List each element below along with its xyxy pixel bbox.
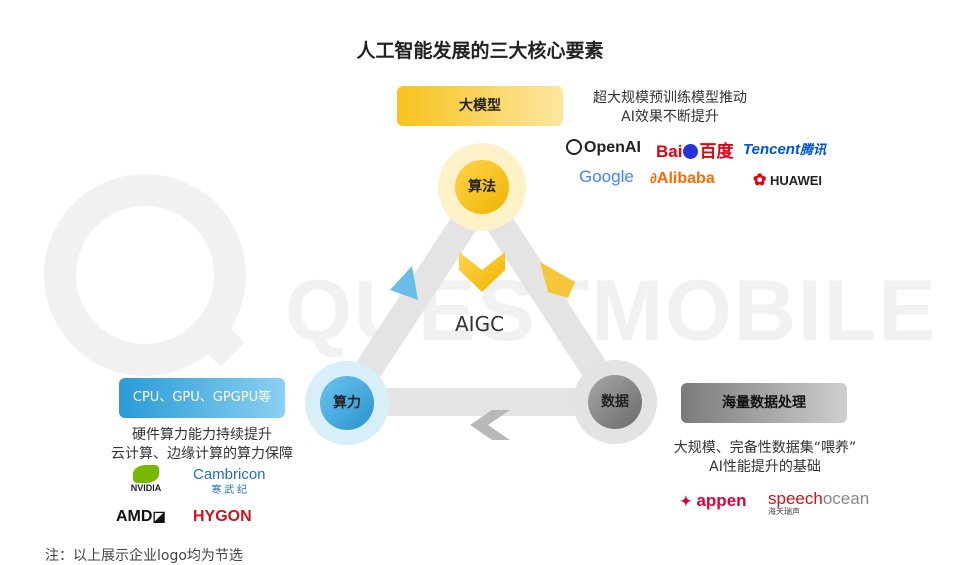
nvidia-eye-icon <box>133 465 159 483</box>
google-logo: Google <box>579 167 634 186</box>
footnote: 注：以上展示企业logo均为节选 <box>45 548 243 564</box>
model-pill: 大模型 <box>397 86 563 126</box>
data-description: 大规模、完备性数据集“喂养” AI性能提升的基础 <box>673 440 857 475</box>
data-pill: 海量数据处理 <box>681 383 847 423</box>
model-description: 超大规模预训练模型推动 AI效果不断提升 <box>593 90 747 125</box>
down-right-arrow-icon <box>540 262 575 298</box>
appen-logo: ✦ appen <box>680 491 747 510</box>
huawei-logo: ✿ HUAWEI <box>753 172 823 189</box>
huawei-flower-icon: ✿ <box>753 172 767 189</box>
compute-pill: CPU、GPU、GPGPU等 <box>119 378 285 418</box>
amd-arrow-icon: ◪ <box>152 508 166 524</box>
cambricon-logo: Cambricon 寒 武 纪 <box>193 466 266 496</box>
speechocean-logo: speechocean 海天瑞声 <box>768 489 870 516</box>
baidu-paw-icon <box>683 144 699 159</box>
page-title: 人工智能发展的三大核心要素 <box>356 40 604 62</box>
watermark-ring-icon <box>44 174 246 376</box>
node-algorithm: 算法 <box>468 179 496 195</box>
node-compute: 算力 <box>333 395 361 411</box>
node-data: 数据 <box>601 394 629 410</box>
tencent-logo: Tencent腾讯 <box>743 141 826 158</box>
chevron-down-icon <box>459 252 505 292</box>
openai-logo: OpenAI <box>566 139 641 157</box>
left-arrow-icon <box>470 410 510 440</box>
openai-icon <box>566 139 582 155</box>
alibaba-logo: ∂Alibaba <box>650 170 715 187</box>
alibaba-icon: ∂ <box>650 170 657 186</box>
center-label: AIGC <box>455 312 505 336</box>
triangle-outline <box>333 182 630 416</box>
appen-icon: ✦ <box>680 493 692 509</box>
amd-logo: AMD◪ <box>116 508 166 525</box>
nvidia-logo: NVIDIA <box>124 465 168 493</box>
compute-description: 硬件算力能力持续提升 云计算、边缘计算的算力保障 <box>111 427 293 462</box>
hygon-logo: HYGON <box>193 508 252 525</box>
up-arrow-icon <box>390 266 418 300</box>
